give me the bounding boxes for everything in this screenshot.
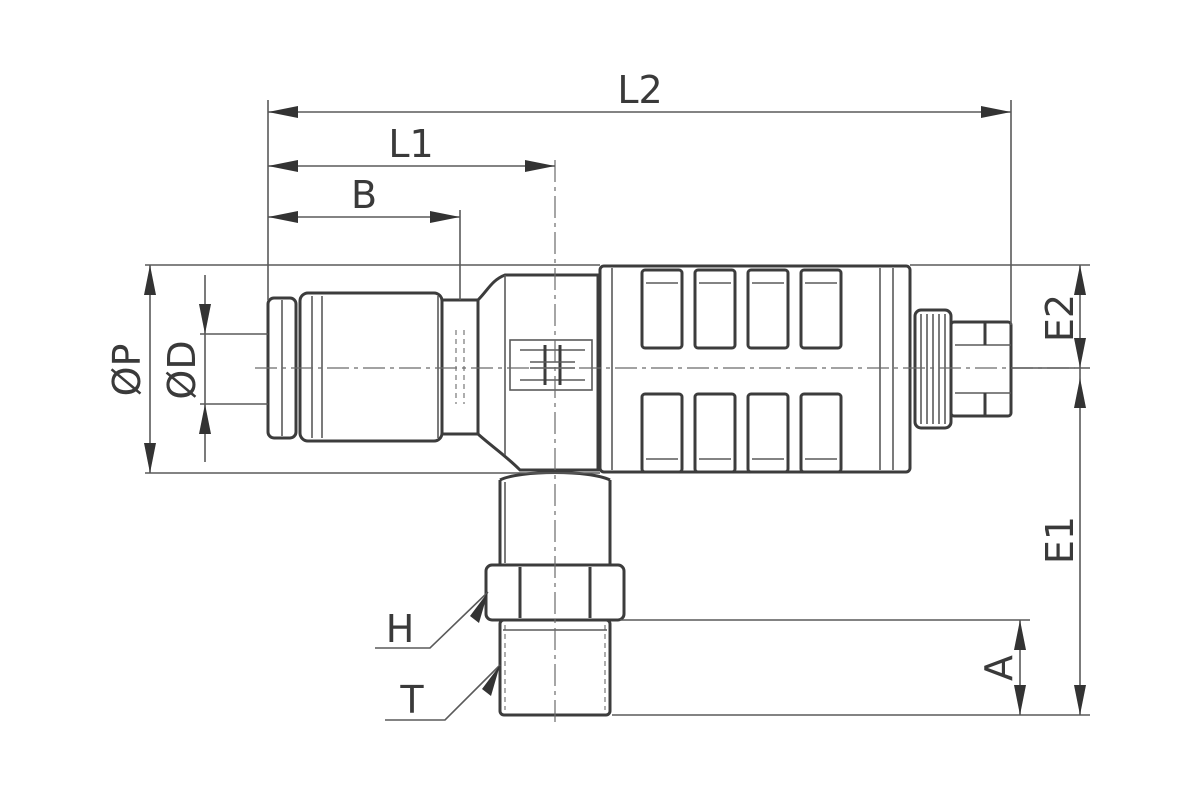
fitting-body <box>255 160 1075 722</box>
silencer-slots <box>640 268 843 474</box>
label-b: B <box>351 173 377 217</box>
label-h: H <box>386 607 415 651</box>
dimension-lines <box>144 100 1090 721</box>
leader-t <box>385 664 501 721</box>
adjustment-knob <box>913 308 1013 430</box>
label-d: ØD <box>160 340 204 399</box>
label-l2: L2 <box>617 68 662 112</box>
label-e2: E2 <box>1038 294 1082 342</box>
tee-body <box>476 273 600 472</box>
label-a: A <box>977 655 1021 681</box>
label-l1: L1 <box>388 122 433 166</box>
silencer-housing <box>598 264 912 474</box>
label-t: T <box>399 678 424 722</box>
neck <box>440 298 480 436</box>
leader-h <box>375 591 489 649</box>
label-e1: E1 <box>1038 516 1082 564</box>
label-p: ØP <box>105 344 149 397</box>
dimension-labels: L2 L1 B ØP ØD E2 E1 A H T <box>105 68 1082 722</box>
flow-window <box>509 339 593 391</box>
